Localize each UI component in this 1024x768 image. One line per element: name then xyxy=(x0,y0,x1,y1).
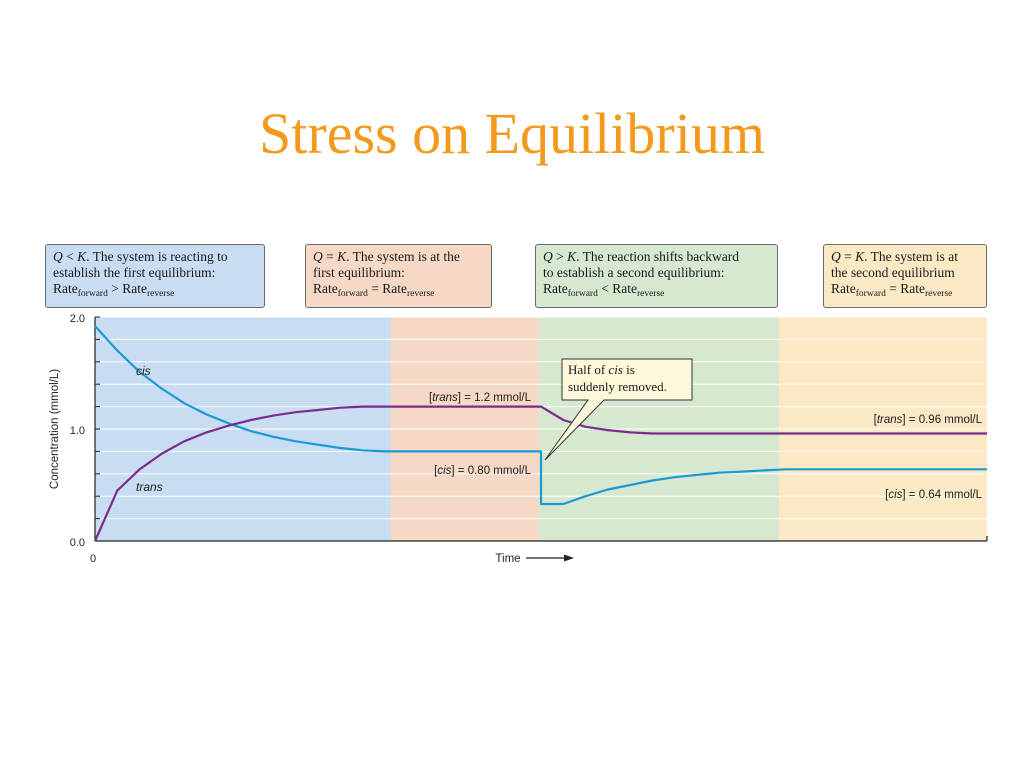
y-tick-label-0: 0.0 xyxy=(70,537,85,549)
cis-second-equilibrium-label: [cis] = 0.64 mmol/L xyxy=(885,489,982,501)
phase-1-description: Q < K. The system is reacting to establi… xyxy=(45,244,265,308)
cis-curve-label: cis xyxy=(136,364,151,378)
phase-4-rate-relation: Rateforward = Ratereverse xyxy=(831,281,953,299)
trans-curve-label: trans xyxy=(136,480,163,494)
callout-bubble xyxy=(544,358,693,461)
phase-3-line-2: to establish a second equilibrium: xyxy=(543,265,725,280)
slide-title: Stress on Equilibrium xyxy=(259,101,765,166)
removal-callout: Half of cis is suddenly removed. xyxy=(544,358,693,461)
phase-3-rate-relation: Rateforward < Ratereverse xyxy=(543,281,665,299)
concentration-chart: 2.0 1.0 0.0 0 Concentration (mmol/L) Tim… xyxy=(49,313,988,565)
phase-2-description: Q = K. The system is at the first equili… xyxy=(305,244,492,308)
phase-4-line-1: Q = K. The system is at xyxy=(831,249,959,264)
series-trans-line xyxy=(93,405,987,542)
phase-3-line-1: Q > K. The reaction shifts backward xyxy=(543,249,739,264)
x-axis-label: Time xyxy=(495,553,520,565)
phase-1-line-2: establish the first equilibrium: xyxy=(53,265,216,280)
y-tick-label-2: 2.0 xyxy=(70,313,85,325)
time-arrow-head xyxy=(564,554,574,562)
callout-line-1: Half of cis is xyxy=(568,362,635,377)
y-tick-label-1: 1.0 xyxy=(70,425,85,437)
phase-2-line-2: first equilibrium: xyxy=(313,265,405,280)
cis-first-equilibrium-label: [cis] = 0.80 mmol/L xyxy=(434,465,531,477)
phase-3-description: Q > K. The reaction shifts backward to e… xyxy=(535,244,778,308)
phase-4-description: Q = K. The system is at the second equil… xyxy=(823,244,987,308)
callout-line-2: suddenly removed. xyxy=(568,379,667,394)
phase-1-rate-relation: Rateforward > Ratereverse xyxy=(53,281,175,299)
x-tick-label-zero: 0 xyxy=(90,553,96,565)
phase-2-line-1: Q = K. The system is at the xyxy=(313,249,460,264)
series-cis-line xyxy=(94,325,987,506)
phase-4-line-2: the second equilibrium xyxy=(831,265,955,280)
phase-1-line-1: Q < K. The system is reacting to xyxy=(53,249,228,264)
phase-2-rate-relation: Rateforward = Ratereverse xyxy=(313,281,435,299)
y-ticks xyxy=(95,316,100,520)
trans-first-equilibrium-label: [trans] = 1.2 mmol/L xyxy=(429,392,532,404)
trans-second-equilibrium-label: [trans] = 0.96 mmol/L xyxy=(874,414,983,426)
y-axis-label: Concentration (mmol/L) xyxy=(49,369,61,489)
